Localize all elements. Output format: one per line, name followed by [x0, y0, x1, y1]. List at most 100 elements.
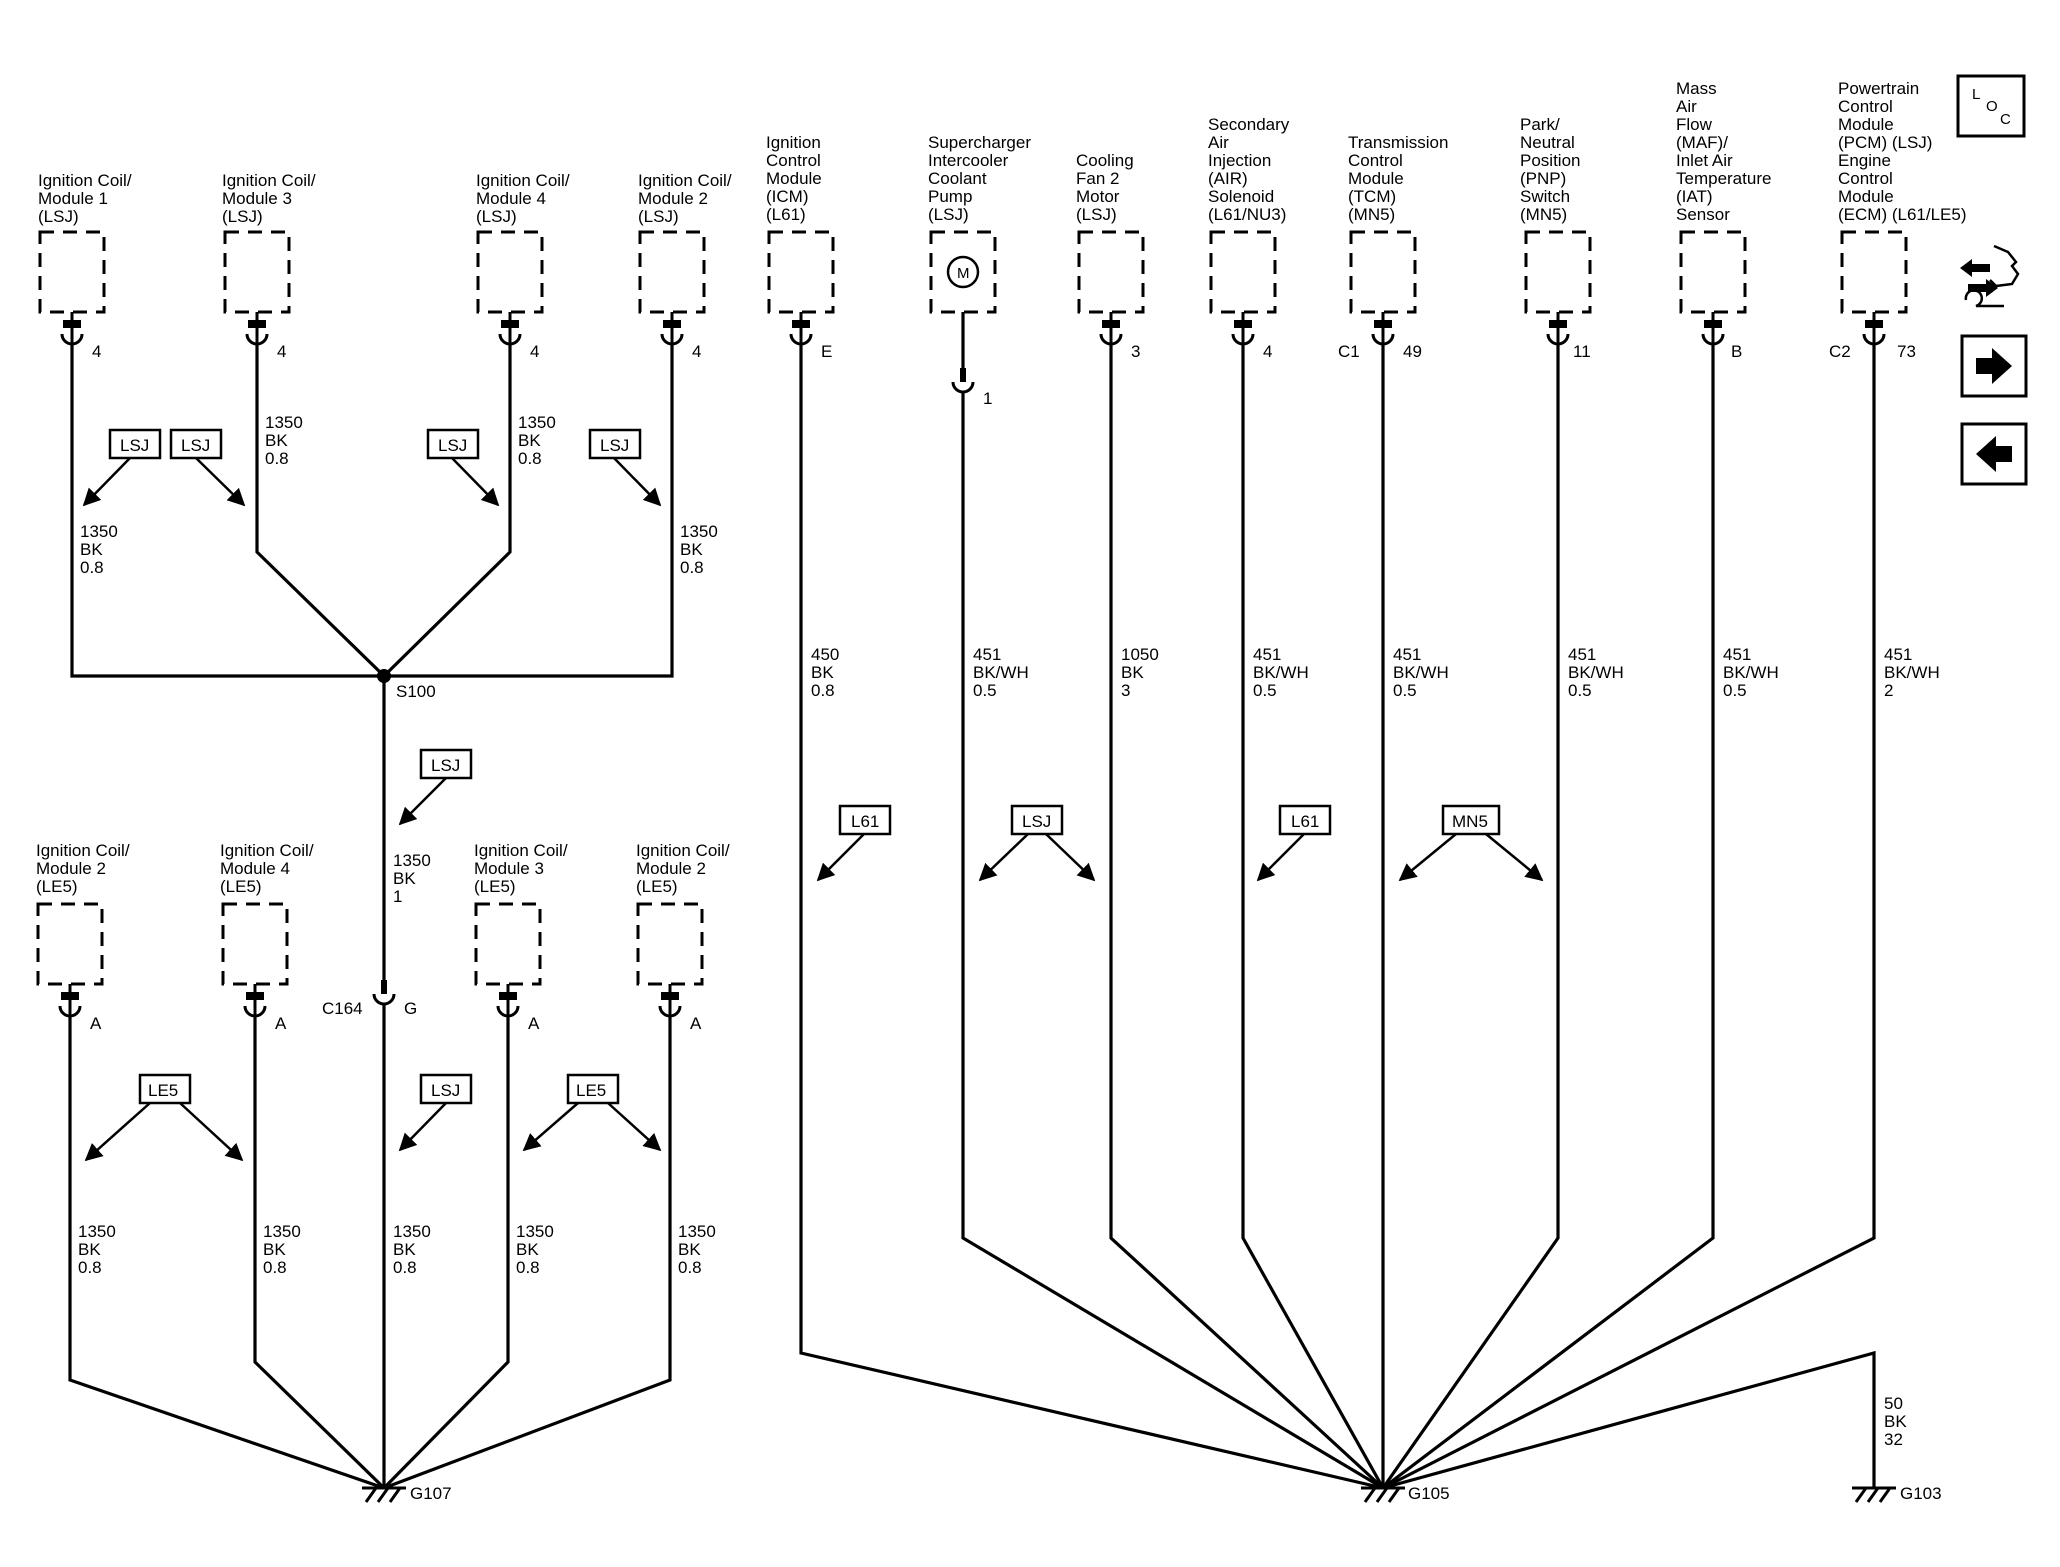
svg-text:LSJ: LSJ — [120, 436, 149, 455]
wire-g103[interactable] — [1382, 1350, 1876, 1490]
pin-label: A — [90, 1014, 102, 1033]
svg-text:LSJ: LSJ — [600, 436, 629, 455]
wire-coil3-le5[interactable] — [382, 1017, 510, 1490]
component-box-coil4-lsj[interactable] — [476, 230, 544, 314]
pin-label: 4 — [1263, 342, 1272, 361]
pin-label: A — [528, 1014, 540, 1033]
option-tag-l61: L61 — [816, 804, 892, 882]
wire-coil2-le5-a[interactable] — [68, 1017, 385, 1490]
component-box-air[interactable] — [1209, 230, 1277, 314]
wire-coil4-le5[interactable] — [253, 1017, 386, 1490]
component-box-pcm[interactable] — [1840, 230, 1908, 314]
component-box-tcm[interactable] — [1349, 230, 1417, 314]
loc-letter-l: L — [1972, 86, 1980, 103]
component-box-fan2[interactable] — [1077, 230, 1145, 314]
option-tag-lsj: LSJ — [169, 428, 246, 507]
pin-label: A — [690, 1014, 702, 1033]
option-tag-lsj: LSJ — [82, 428, 162, 507]
component-box-coil3-le5[interactable] — [474, 902, 542, 986]
wire-coil2-lsj[interactable] — [384, 345, 674, 678]
component-box-coil2-le5-a[interactable] — [36, 902, 104, 986]
wire-coil1-lsj[interactable] — [70, 345, 384, 678]
pin-label: 73 — [1897, 342, 1916, 361]
ground-symbol-g107[interactable] — [362, 1486, 406, 1503]
component-box-maf[interactable] — [1679, 230, 1747, 314]
pin-label: B — [1731, 342, 1742, 361]
motor-symbol-letter: M — [957, 265, 970, 282]
component-box-pnp[interactable] — [1524, 230, 1592, 314]
pin-label: 4 — [277, 342, 286, 361]
wire-icm[interactable] — [799, 345, 1384, 1490]
component-box-icm[interactable] — [767, 230, 835, 314]
pin-label: 4 — [92, 342, 101, 361]
wire-coil2-le5-b[interactable] — [383, 1017, 672, 1490]
wire-air[interactable] — [1241, 345, 1385, 1489]
pin-label: 1 — [983, 389, 992, 408]
ground-symbol-g103[interactable] — [1852, 1486, 1896, 1503]
component-label-coil3-le5: Ignition Coil/Module 3(LE5) — [474, 841, 568, 896]
previous-page-button[interactable] — [1960, 422, 2028, 486]
component-box-coil2-le5-b[interactable] — [636, 902, 704, 986]
option-tag-lsj: LSJ — [426, 428, 500, 507]
svg-text:MN5: MN5 — [1452, 812, 1488, 831]
wire-sc-pump[interactable] — [961, 312, 1384, 1490]
option-tag-lsj: LSJ — [978, 804, 1096, 882]
loc-letter-c: C — [2000, 111, 2011, 128]
wire-coil4-lsj[interactable] — [382, 345, 512, 678]
connector-terminals — [58, 312, 1886, 1018]
wire-maf[interactable] — [1382, 345, 1715, 1490]
component-box-coil4-le5[interactable] — [221, 902, 289, 986]
svg-text:L61: L61 — [1291, 812, 1319, 831]
svg-text:LE5: LE5 — [148, 1081, 178, 1100]
option-tag-l61: L61 — [1256, 804, 1332, 882]
component-box-coil3-lsj[interactable] — [223, 230, 291, 314]
harness-wrench-icon[interactable] — [1960, 244, 2020, 308]
option-tag-lsj: LSJ — [588, 428, 662, 507]
pin-label: 3 — [1131, 342, 1140, 361]
component-label-coil3-lsj: Ignition Coil/Module 3(LSJ) — [222, 171, 316, 226]
pin-label: E — [821, 342, 832, 361]
pin-label: 4 — [530, 342, 539, 361]
option-tag-le5: LE5 — [84, 1073, 244, 1162]
splice-label: S100 — [396, 682, 436, 701]
wire-fan2[interactable] — [1109, 345, 1385, 1490]
component-box-sc-pump[interactable]: M — [929, 230, 997, 314]
next-page-button[interactable] — [1960, 334, 2028, 398]
wire-coil3-lsj[interactable] — [255, 345, 386, 678]
svg-text:LSJ: LSJ — [1022, 812, 1051, 831]
inline-connector-pin: G — [404, 999, 417, 1018]
arrow-right-icon — [1976, 348, 2012, 384]
svg-text:L61: L61 — [851, 812, 879, 831]
wire-pcm[interactable] — [1382, 345, 1876, 1490]
wire-pnp[interactable] — [1381, 345, 1560, 1489]
component-box-coil1-lsj[interactable] — [38, 230, 106, 314]
loc-button[interactable]: L O C — [1956, 74, 2026, 138]
pin-label: 11 — [1573, 342, 1591, 361]
ground-label-g103: G103 — [1900, 1484, 1942, 1503]
svg-text:LSJ: LSJ — [431, 1081, 460, 1100]
option-tag-lsj: LSJ — [398, 748, 473, 826]
splice-s100[interactable] — [377, 669, 391, 683]
ground-symbol-g105[interactable] — [1361, 1486, 1405, 1503]
option-tag-le5: LE5 — [522, 1073, 662, 1152]
ground-label-g107: G107 — [410, 1484, 452, 1503]
pin-label: 49 — [1403, 342, 1422, 361]
component-box-coil2-lsj[interactable] — [638, 230, 706, 314]
